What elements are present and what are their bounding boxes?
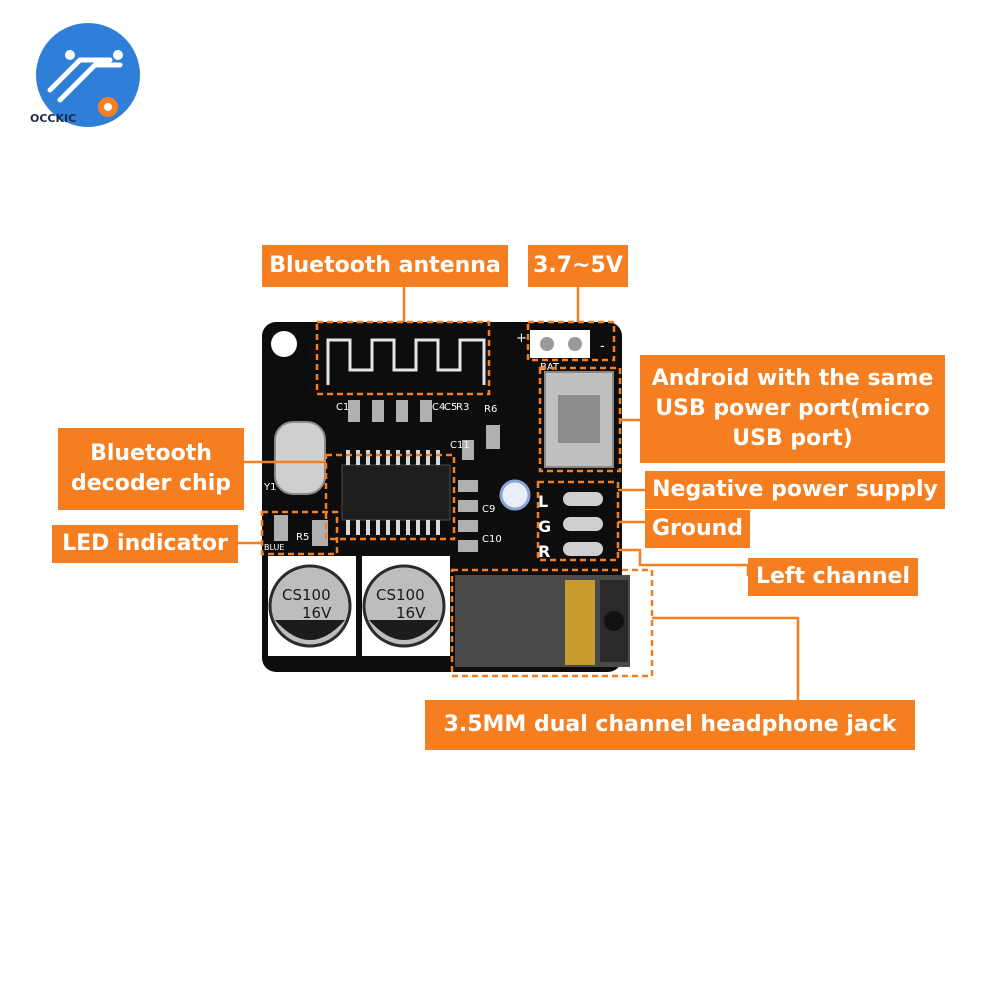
- voltage-highlight: [526, 320, 616, 362]
- smd-components: [274, 400, 500, 552]
- brand-logo: [36, 23, 140, 127]
- callout-ground: Ground: [645, 510, 750, 548]
- cap2-brand: CS: [376, 586, 396, 604]
- silk-r6: R6: [484, 404, 497, 415]
- antenna-trace: [326, 338, 486, 385]
- led-highlight: [260, 510, 339, 556]
- battery-pad-minus: [568, 337, 582, 351]
- gear-icon-center: [104, 103, 112, 111]
- callout-bluetooth-chip: Bluetooth decoder chip: [58, 428, 244, 510]
- output-pads: [563, 492, 603, 556]
- callout-bluetooth-antenna: Bluetooth antenna: [262, 245, 508, 287]
- silk-c1: C1: [336, 402, 349, 413]
- chip-highlight: [324, 453, 456, 541]
- callout-voltage: 3.7~5V: [528, 245, 628, 287]
- cap1-value: 100: [302, 586, 331, 604]
- silk-pin-r: R: [538, 542, 550, 561]
- silk-c10: C10: [482, 534, 502, 545]
- left-channel-connector: [618, 548, 750, 576]
- logo-node-icon-2: [113, 50, 123, 60]
- capacitor-1-stripe: [275, 620, 345, 640]
- silk-c9: C9: [482, 504, 495, 515]
- silk-c4: C4: [432, 402, 445, 413]
- pads-highlight: [536, 480, 620, 562]
- cap1-voltage: 16V: [302, 604, 332, 622]
- silk-blue: BLUE: [264, 543, 284, 552]
- silk-plus: +: [516, 331, 527, 346]
- callout-usb-port: Android with the same USB power port(mic…: [640, 355, 945, 463]
- logo-circuit-icon: [47, 57, 123, 103]
- silk-bat: BAT: [540, 362, 560, 373]
- jack-highlight: [450, 568, 654, 678]
- callout-headphone-jack: 3.5MM dual channel headphone jack: [425, 700, 915, 750]
- jack-connector: [652, 616, 800, 700]
- headphone-jack-hole: [604, 611, 624, 631]
- silk-y1: Y1: [263, 482, 276, 493]
- silk-c5: C5: [444, 402, 457, 413]
- cap1-brand: CS: [282, 586, 302, 604]
- callout-left-channel: Left channel: [748, 558, 918, 596]
- decoder-chip: [341, 464, 451, 521]
- capacitor-2-stripe: [369, 620, 439, 640]
- logo-node-icon: [65, 50, 75, 60]
- headphone-jack-terminal: [565, 580, 595, 665]
- chip-pins: [346, 450, 440, 535]
- crystal-oscillator: [274, 421, 326, 495]
- mounting-hole: [271, 331, 297, 357]
- capacitor-labels: CS 100 16V CS 100 16V: [282, 586, 426, 622]
- brand-name: OCCKIC: [30, 112, 77, 125]
- battery-pad-plus: [540, 337, 554, 351]
- led-component: [499, 479, 531, 511]
- usb-opening: [558, 395, 600, 443]
- pcb-board: [262, 322, 630, 672]
- callout-negative-supply: Negative power supply: [645, 471, 945, 509]
- cap2-value: 100: [396, 586, 425, 604]
- silk-text: + - BAT L G R C1 C4 C5 R3 R6 C11 Y1 R5 C…: [263, 331, 605, 561]
- cap2-voltage: 16V: [396, 604, 426, 622]
- silk-pin-g: G: [538, 517, 551, 536]
- silk-c11: C11: [450, 440, 470, 451]
- silk-r5: R5: [296, 532, 309, 543]
- callout-led-indicator: LED indicator: [52, 525, 238, 563]
- silk-r3: R3: [456, 402, 469, 413]
- silk-pin-l: L: [538, 492, 548, 511]
- silk-minus: -: [600, 339, 605, 354]
